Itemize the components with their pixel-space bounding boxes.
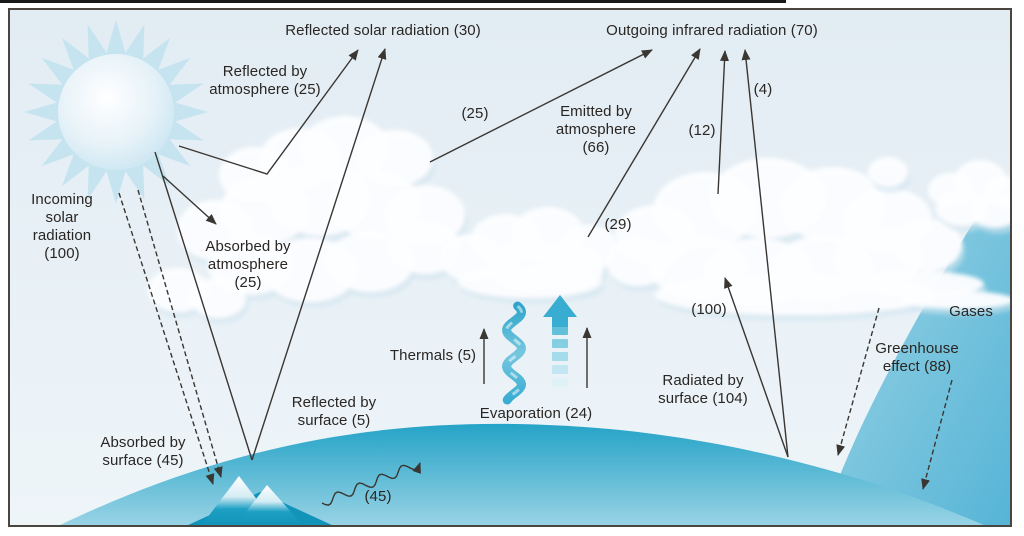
evaporation-ribbon-icon xyxy=(501,301,527,405)
earth-surface xyxy=(56,423,989,527)
evaporation-dashed-arrow-icon xyxy=(543,295,577,387)
surface-radiation-45-squiggle-arrow xyxy=(321,462,421,506)
reflected-by-surface-arrow xyxy=(251,48,387,461)
top-edge-artifact xyxy=(0,0,786,3)
cloud-central-icon xyxy=(440,207,621,304)
incoming-beam-2-arrow xyxy=(137,189,223,478)
cloud-to-space-12-arrow xyxy=(717,50,730,195)
incoming-beam-3-line xyxy=(154,151,253,461)
cloud-far-right-icon xyxy=(868,157,1012,234)
figure-border xyxy=(8,8,1012,527)
cloud-right-icon xyxy=(606,158,1012,321)
cloud-left-icon xyxy=(148,116,468,324)
clouds xyxy=(148,116,1012,324)
emitted-by-atmosphere-29-arrow xyxy=(587,48,701,238)
reflected-by-atmosphere-arrow xyxy=(178,49,359,175)
flux-arrows xyxy=(118,48,953,506)
absorbed-by-atmosphere-arrow xyxy=(162,175,217,225)
greenhouse-arrow-1 xyxy=(836,307,880,456)
surface-to-space-4-arrow xyxy=(741,49,789,458)
sun-icon xyxy=(24,20,208,204)
atmosphere-to-space-25-arrow xyxy=(429,49,653,163)
sun-disc-icon xyxy=(58,54,174,170)
greenhouse-arrow-2 xyxy=(921,379,953,490)
incoming-beam-1-arrow xyxy=(118,192,215,485)
surface-to-cloud-100-arrow xyxy=(724,277,789,458)
mountains-icon xyxy=(186,476,334,526)
